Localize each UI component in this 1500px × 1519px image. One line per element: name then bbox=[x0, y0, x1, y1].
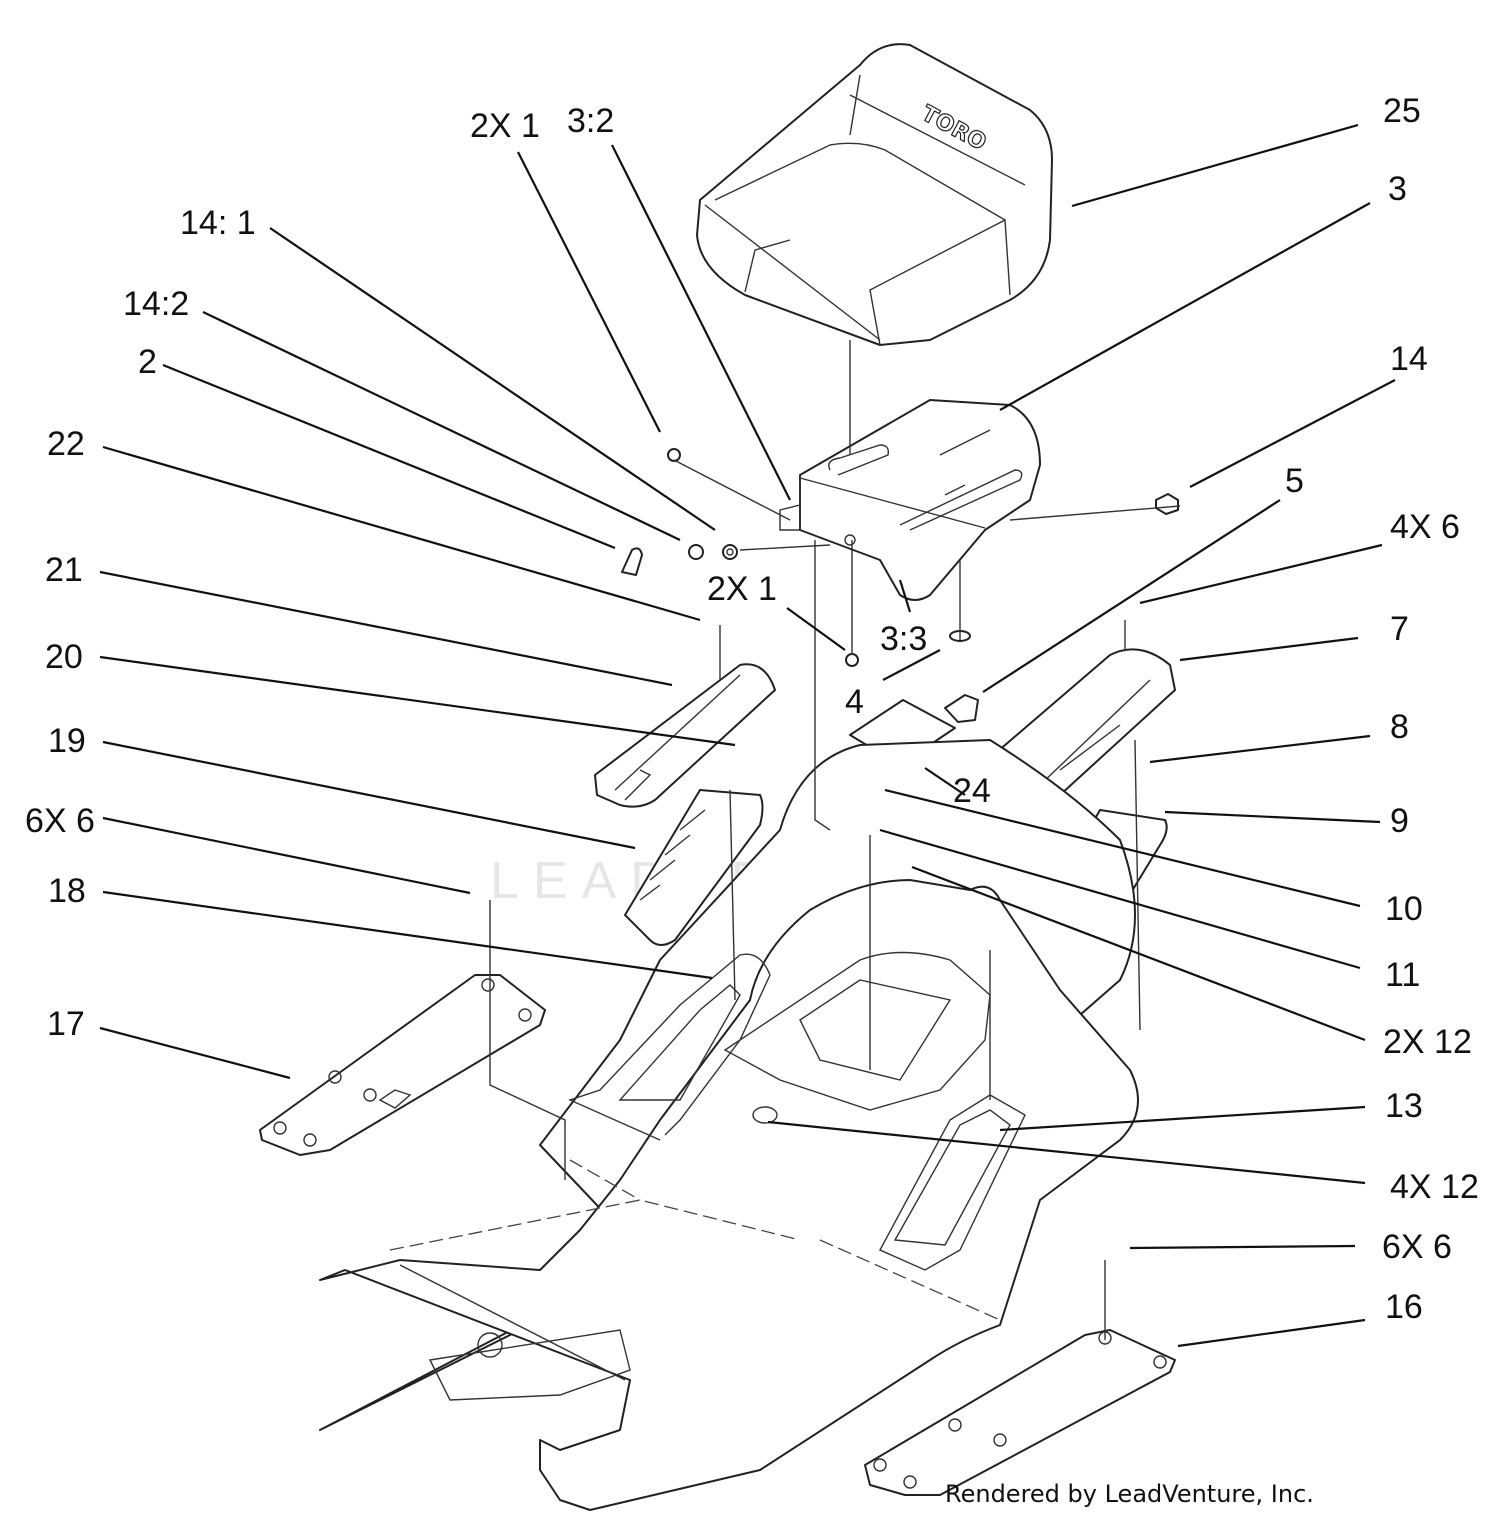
left-step-plate bbox=[259, 974, 546, 1156]
render-credit: Rendered by LeadVenture, Inc. bbox=[945, 1480, 1314, 1508]
callout-2x1-mid: 2X 1 bbox=[707, 570, 777, 608]
callout-6x6-right: 6X 6 bbox=[1382, 1228, 1452, 1266]
callout-14-1: 14: 1 bbox=[180, 204, 256, 242]
callout-10: 10 bbox=[1385, 890, 1423, 928]
callout-labels: 25 3 2X 1 3:2 14: 1 14:2 2 22 14 5 4X 6 … bbox=[25, 92, 1479, 1326]
callout-5: 5 bbox=[1285, 462, 1304, 500]
callout-7: 7 bbox=[1390, 610, 1409, 648]
fender-deck bbox=[319, 739, 1139, 1511]
leader-lines bbox=[99, 123, 1396, 1348]
callout-3: 3 bbox=[1388, 170, 1407, 208]
callout-2x1-top: 2X 1 bbox=[470, 107, 540, 145]
callout-20: 20 bbox=[45, 638, 83, 676]
callout-11: 11 bbox=[1385, 956, 1420, 994]
callout-9: 9 bbox=[1390, 802, 1409, 840]
callout-25: 25 bbox=[1383, 92, 1421, 130]
seat: TORO bbox=[696, 43, 1053, 346]
callout-4x6: 4X 6 bbox=[1390, 508, 1460, 546]
callout-14: 14 bbox=[1390, 340, 1428, 378]
callout-2: 2 bbox=[138, 343, 157, 381]
callout-4: 4 bbox=[845, 683, 864, 721]
callout-2x12: 2X 12 bbox=[1383, 1023, 1472, 1061]
callout-16: 16 bbox=[1385, 1288, 1423, 1326]
callout-3-3: 3:3 bbox=[880, 620, 927, 658]
callout-13: 13 bbox=[1385, 1087, 1423, 1125]
callout-3-2: 3:2 bbox=[567, 102, 614, 140]
callout-18: 18 bbox=[48, 872, 86, 910]
callout-4x12: 4X 12 bbox=[1390, 1168, 1479, 1206]
left-fender-grip bbox=[624, 789, 764, 946]
callout-22: 22 bbox=[47, 425, 85, 463]
callout-14-2: 14:2 bbox=[123, 285, 189, 323]
callout-19: 19 bbox=[48, 722, 86, 760]
assembly-lines bbox=[489, 340, 1181, 1340]
callout-17: 17 bbox=[47, 1005, 85, 1043]
callout-6x6-left: 6X 6 bbox=[25, 802, 95, 840]
callout-8: 8 bbox=[1390, 708, 1409, 746]
callout-21: 21 bbox=[45, 551, 83, 589]
callout-24: 24 bbox=[953, 772, 991, 810]
left-fender-pad bbox=[594, 663, 776, 808]
seat-pan bbox=[779, 399, 1041, 601]
